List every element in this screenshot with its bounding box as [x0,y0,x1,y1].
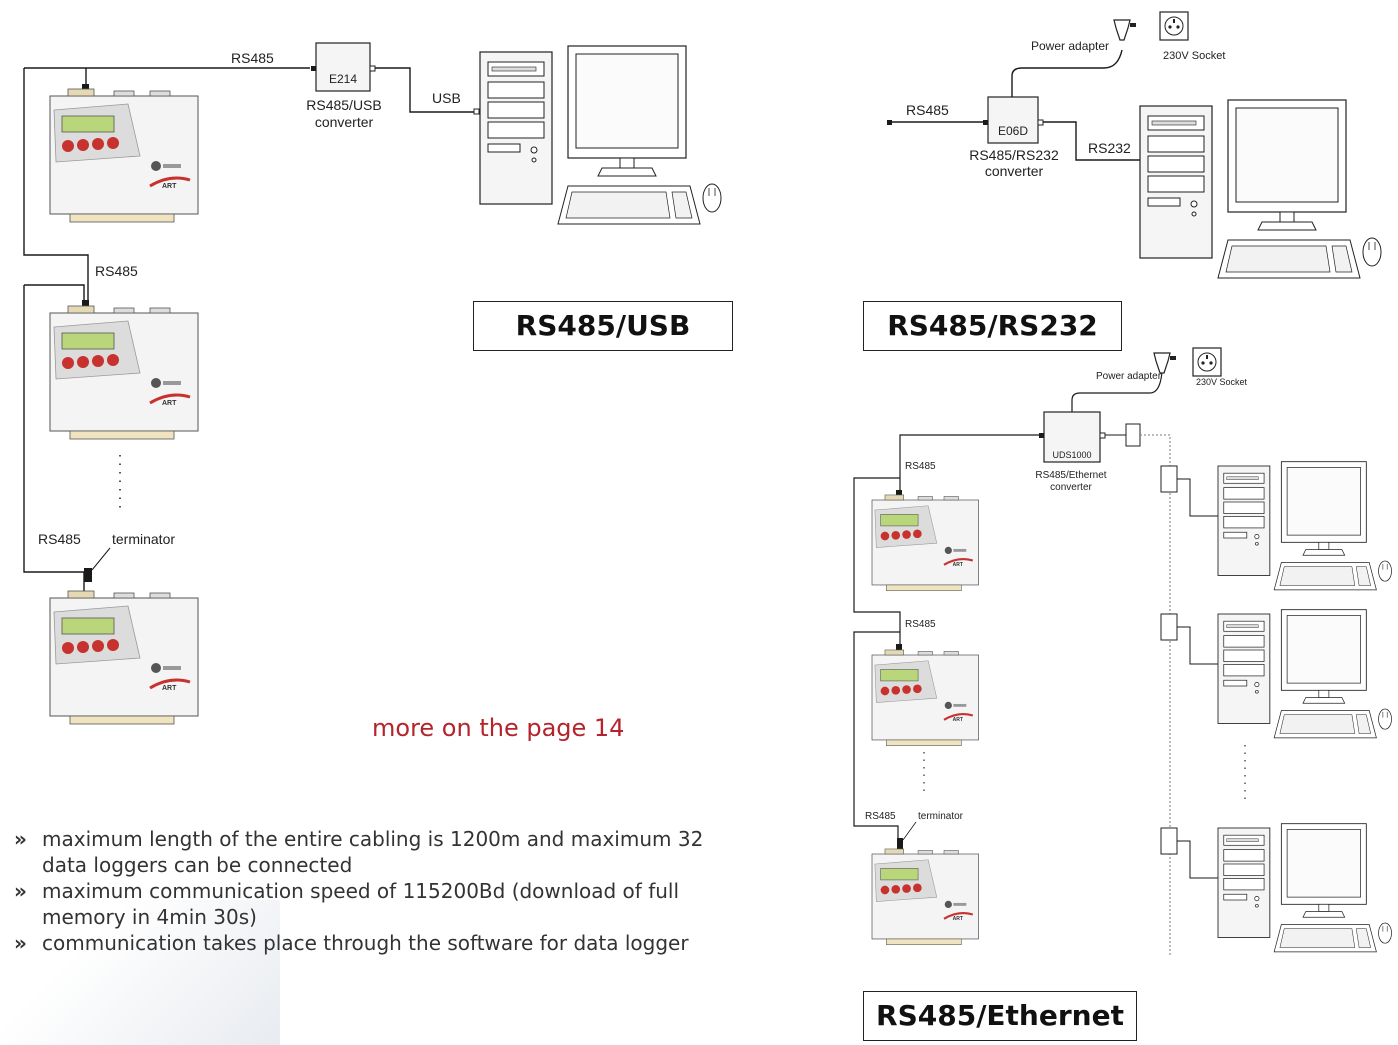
feature-text: maximum length of the entire cabling is … [42,827,704,877]
network-switch-icon [1160,613,1178,641]
network-switch-icon [1160,827,1178,855]
eth-line-label-bottom: RS485 [865,811,896,822]
list-item: » maximum communication speed of 115200Bd… [14,878,754,930]
feature-list: » maximum length of the entire cabling is… [14,826,754,956]
network-switch-icon [1125,423,1141,447]
rs232-pc-link-label: RS232 [1088,140,1131,156]
terminator-icon [84,568,92,582]
eth-line-label-mid: RS485 [905,619,936,630]
ethernet-panel-title: RS485/Ethernet [863,991,1137,1041]
eth-terminator-label: terminator [918,811,964,822]
usb-converter-name-1: RS485/USB [306,97,381,113]
bullet-marker: » [14,931,27,955]
data-logger-icon [870,493,980,592]
eth-converter-name-2: converter [1050,482,1092,493]
feature-text: communication takes place through the so… [42,931,689,955]
data-logger-icon [48,304,200,441]
rs232-input-label: RS485 [906,102,949,118]
power-adapter-icon [1153,352,1177,374]
desktop-pc-icon [1139,99,1382,279]
desktop-pc-icon [479,45,722,225]
data-logger-icon [870,648,980,747]
usb-network: RS485 RS485 RS485 terminator E214 RS485/… [23,42,722,726]
network-switch-icon [1160,465,1178,493]
usb-line-label-mid: RS485 [95,263,138,279]
eth-converter-name-1: RS485/Ethernet [1035,470,1106,481]
usb-pc-link-label: USB [432,90,461,106]
ethernet-network: Power adapter 230V Socket UDS1000 RS485/… [853,347,1392,955]
eth-line-label-top: RS485 [905,461,936,472]
more-info-link[interactable]: more on the page 14 [372,714,625,742]
rs232-socket-label: 230V Socket [1163,50,1225,62]
eth-socket-label: 230V Socket [1196,377,1248,387]
eth-power-adapter-label: Power adapter [1096,371,1162,382]
usb-terminator-label: terminator [112,531,175,547]
data-logger-icon [48,589,200,726]
background-watermark [0,900,280,1045]
usb-converter-name-2: converter [315,114,374,130]
power-adapter-icon [1113,19,1137,41]
rs232-panel-title: RS485/RS232 [863,301,1122,351]
desktop-pc-icon [1217,823,1392,953]
rs232-converter-code: E06D [998,124,1028,138]
usb-line-label-bottom: RS485 [38,531,81,547]
rs232-power-adapter-label: Power adapter [1031,39,1109,53]
data-logger-icon [870,847,980,946]
desktop-pc-icon [1217,461,1392,591]
desktop-pc-icon [1217,609,1392,739]
terminator-icon [897,838,903,849]
rs232-network: Power adapter 230V Socket RS485 E06D RS4… [887,11,1382,279]
usb-line-label-top: RS485 [231,50,274,66]
rs232-converter-name-1: RS485/RS232 [969,147,1059,163]
list-item: » communication takes place through the s… [14,930,754,956]
wall-socket-icon [1192,347,1222,377]
data-logger-icon [48,87,200,224]
usb-panel-title: RS485/USB [473,301,733,351]
usb-converter-code: E214 [329,72,357,86]
list-item: » maximum length of the entire cabling is… [14,826,754,878]
rs232-converter-name-2: converter [985,163,1044,179]
eth-converter-code: UDS1000 [1052,450,1091,460]
bullet-marker: » [14,879,27,903]
feature-text: maximum communication speed of 115200Bd … [42,879,680,929]
bullet-marker: » [14,827,27,851]
wall-socket-icon [1159,11,1189,41]
